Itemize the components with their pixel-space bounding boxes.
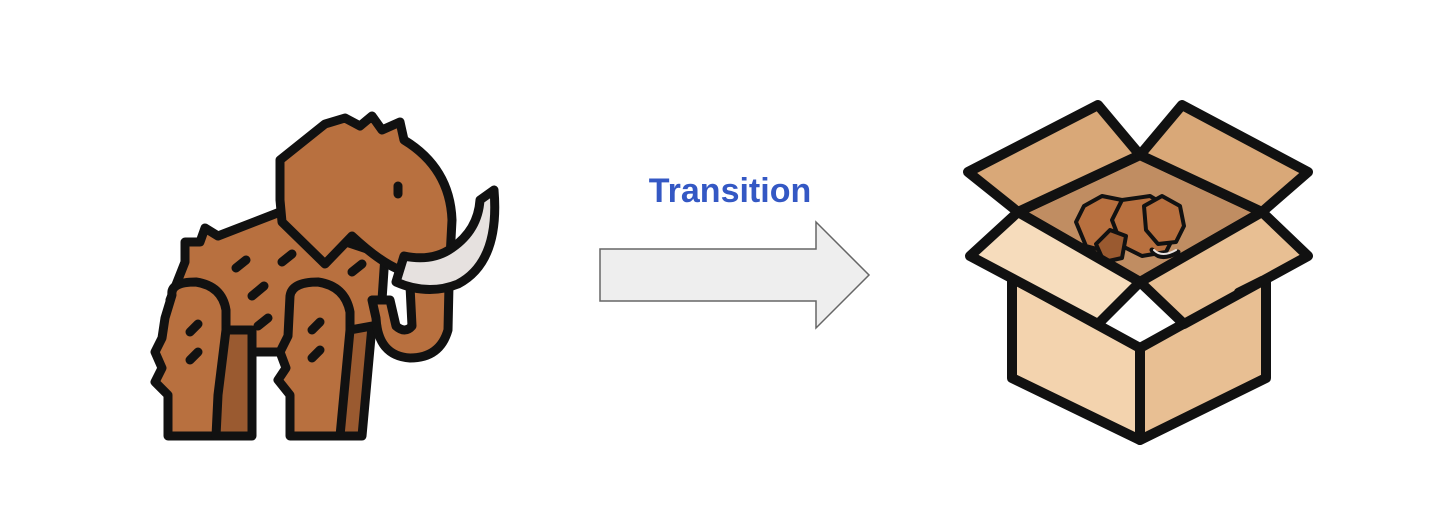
right-arrow-icon bbox=[599, 220, 871, 330]
box-flap-front-left bbox=[965, 207, 1145, 329]
open-box-with-mammoths-icon bbox=[963, 100, 1313, 445]
mammoth-front-leg-rear bbox=[335, 321, 377, 441]
box-flap-front-right bbox=[1135, 207, 1313, 329]
mammoth-icon bbox=[150, 111, 500, 441]
mammoth-back-leg-rear bbox=[211, 325, 257, 441]
mammoth-head bbox=[275, 111, 457, 276]
box-mammoths bbox=[1074, 194, 1186, 264]
box-flap-back-left bbox=[963, 100, 1145, 217]
mammoth-tusk bbox=[391, 185, 500, 295]
box-flap-back-right bbox=[1135, 100, 1313, 217]
transition-label: Transition bbox=[648, 172, 812, 210]
